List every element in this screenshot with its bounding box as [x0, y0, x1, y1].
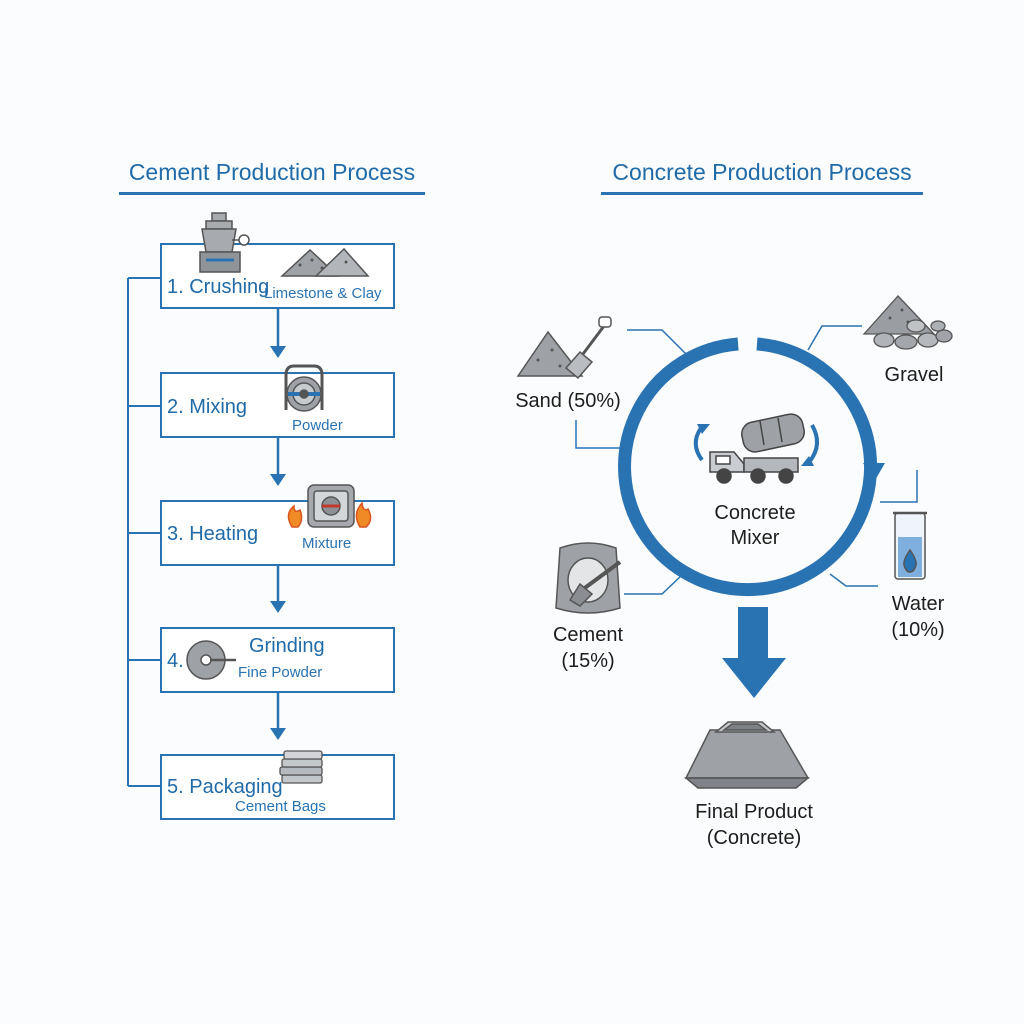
concrete-process-title: Concrete Production Process — [601, 159, 923, 195]
cement-label-line1: Cement — [552, 624, 624, 646]
step-mixing-sub: Powder — [292, 417, 343, 434]
step-packaging-box — [160, 754, 395, 820]
rock-pile-icon — [280, 247, 370, 277]
step-crushing-sub: Limestone & Clay — [264, 285, 382, 302]
cement-flow-arrows — [270, 309, 286, 740]
concrete-block-icon — [683, 721, 811, 789]
mixer-label-line2: Mixer — [730, 527, 780, 549]
gravel-label: Gravel — [884, 364, 944, 386]
arrow-grinding-to-packaging — [270, 693, 286, 740]
mixer-truck-icon — [693, 413, 819, 484]
arrow-mixing-to-heating — [270, 438, 286, 486]
step-grinding-sub: Fine Powder — [238, 664, 323, 681]
step-packaging-sub: Cement Bags — [235, 798, 326, 815]
ring-arrow-head — [863, 463, 885, 482]
bag-stack-icon — [279, 750, 323, 784]
arrow-heating-to-grinding — [270, 566, 286, 613]
final-down-arrow — [722, 607, 786, 698]
gravel-pile-icon — [862, 295, 953, 350]
grinder-disc-icon — [186, 640, 236, 680]
water-glass-icon — [893, 511, 927, 580]
step-mixing-label: 2. Mixing — [167, 396, 248, 418]
cement-process-title: Cement Production Process — [119, 159, 425, 195]
arrow-crushing-to-mixing — [270, 309, 286, 358]
step-heating-box — [160, 500, 395, 566]
mixer-drum-icon — [284, 364, 324, 412]
water-label-line1: Water — [891, 593, 945, 615]
step-mixing-box — [160, 372, 395, 438]
water-label-line2: (10%) — [891, 619, 945, 641]
step-grinding-label: Grinding — [249, 635, 325, 657]
cement-label-line2: (15%) — [561, 650, 615, 672]
kiln-fire-icon — [287, 484, 372, 528]
sand-shovel-icon — [516, 316, 612, 380]
cement-bag-icon — [555, 542, 622, 614]
sand-label: Sand (50%) — [515, 390, 621, 412]
mixer-ring — [618, 337, 878, 597]
step-heating-label: 3. Heating — [167, 523, 259, 545]
ingredient-connectors — [575, 325, 918, 595]
step-packaging-label: 5. Packaging — [167, 776, 283, 798]
step-grinding-number: 4. — [167, 650, 184, 672]
step-heating-sub: Mixture — [302, 535, 352, 552]
final-product-label-line2: (Concrete) — [706, 827, 802, 849]
final-product-label-line1: Final Product — [695, 801, 813, 823]
cement-flow-bracket — [127, 277, 160, 787]
mixer-label-line1: Concrete — [714, 502, 796, 524]
step-crushing-label: 1. Crushing — [167, 276, 270, 298]
crusher-machine-icon — [199, 212, 250, 273]
